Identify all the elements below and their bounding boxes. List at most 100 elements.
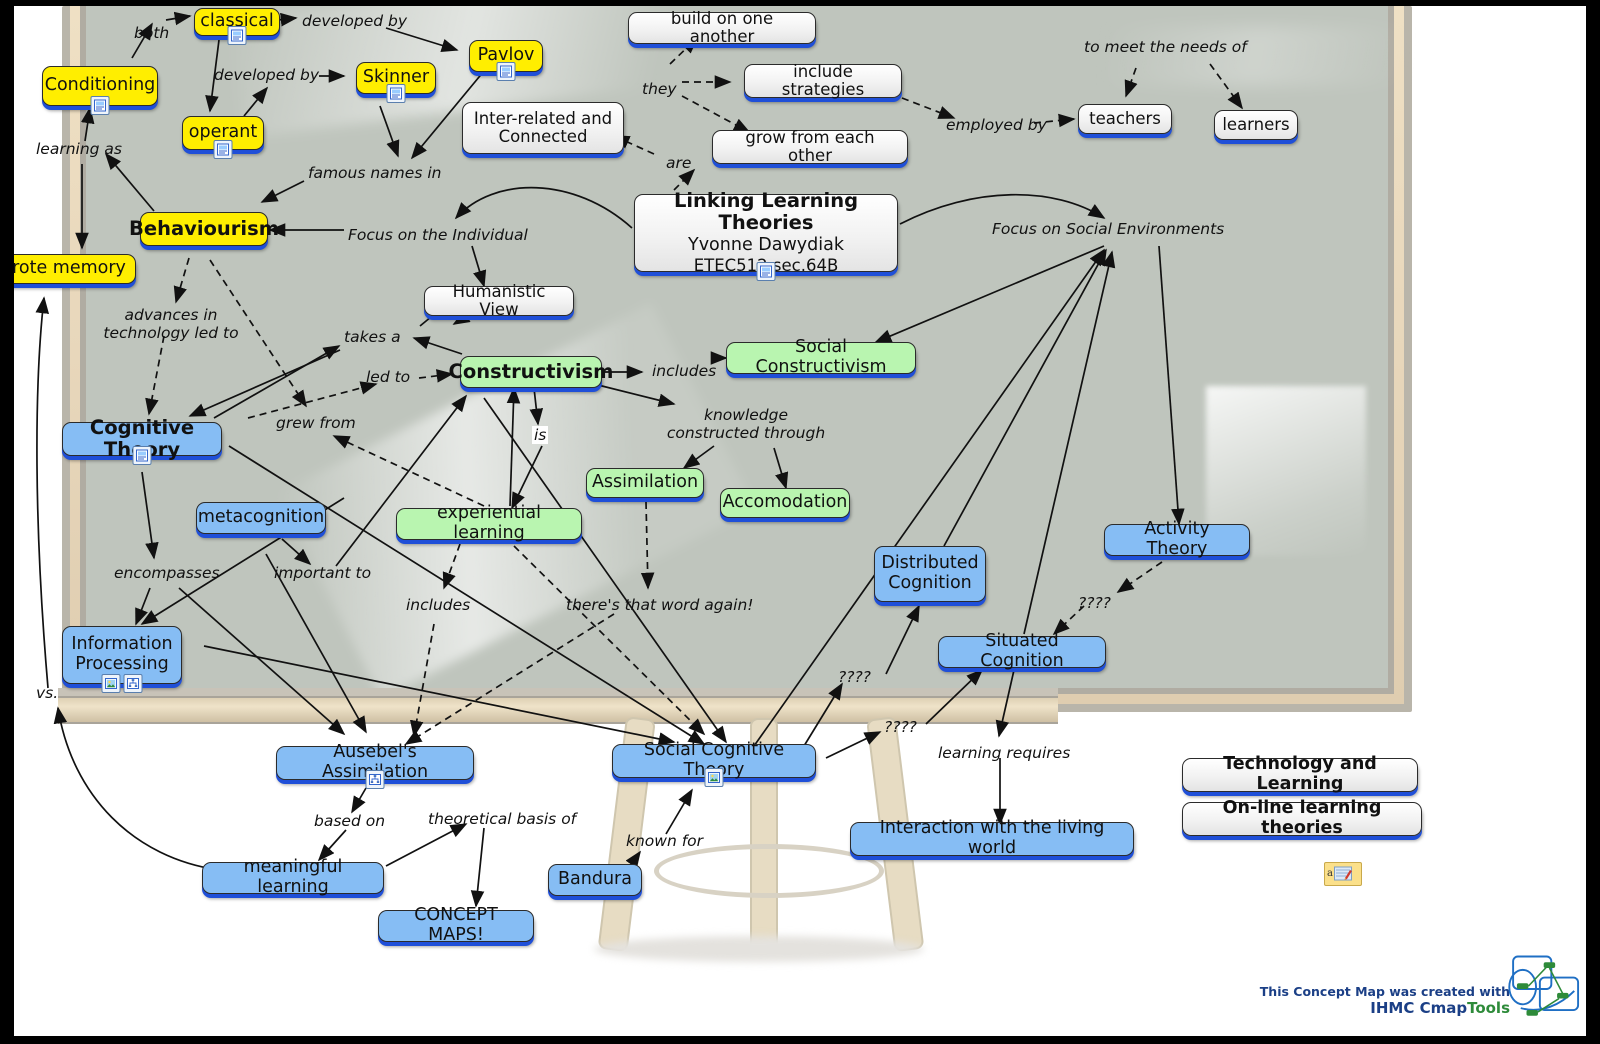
node-ausebels-assimilation[interactable]: Ausebel's Assimilation [276,743,474,789]
node-assimilation[interactable]: Assimilation [586,468,704,498]
resource-image-icon[interactable] [227,26,247,45]
node-technology-and-learning[interactable]: Technology and Learning [1182,754,1418,794]
resource-image-icon[interactable] [213,140,233,159]
node-label: Pavlov [477,45,535,66]
resource-photo-icon[interactable] [704,768,724,787]
node-label: rote memory [14,258,126,279]
node-build-on-one-another[interactable]: build on one another [628,9,816,46]
node-rote-memory[interactable]: rote memory [14,254,136,284]
node-resource-icons[interactable] [101,674,143,693]
node-label: experiential learning [437,503,541,543]
node-label: classical [200,11,274,32]
node-bandura[interactable]: Bandura [548,864,642,896]
resource-image-icon[interactable] [386,84,406,103]
node-behaviourism[interactable]: Behaviourism [129,212,279,246]
node-metacognition[interactable]: metacognition [196,502,326,534]
node-inter-related-and-connected[interactable]: Inter-related and Connected [462,102,624,154]
node-experiential-learning[interactable]: experiential learning [396,504,582,543]
node-label: include strategies [781,61,865,99]
resource-photo-icon[interactable] [101,674,121,693]
node-label: Behaviourism [128,217,280,241]
node-skinner[interactable]: Skinner [356,62,436,103]
concept-map-canvas[interactable]: classical Conditioning operant Skinner [14,6,1586,1036]
resource-image-icon[interactable] [756,262,776,281]
node-resource-icons[interactable] [386,84,406,103]
node-classical[interactable]: classical [194,8,280,45]
node-interaction-with-the-living-world[interactable]: Interaction with the living world [850,819,1134,858]
node-label: Inter-related and Connected [473,108,613,146]
cmaptools-logo-icon [1508,955,1580,1016]
node-social-cognitive-theory[interactable]: Social Cognitive Theory [612,741,816,787]
link-label-are: are [666,154,692,172]
node-label: Activity Theory [1144,519,1210,559]
link-label-based-on: based on [314,812,386,830]
link-label-focus-on-social-environments: Focus on Social Environments [992,220,1225,238]
node-distributed-cognition[interactable]: Distributed Cognition [874,546,986,602]
node-resource-icons[interactable] [90,96,110,115]
credit-tools: Tools [1467,999,1510,1018]
cmaptools-credit: This Concept Map was created with IHMC C… [1260,984,1510,1018]
node-concept-maps[interactable]: CONCEPT MAPS! [378,906,534,945]
link-label-theoretical-basis-of: theoretical basis of [428,810,577,828]
node-resource-icons[interactable] [365,770,385,789]
resource-image-icon[interactable] [496,62,516,81]
link-label-knowledge-constructed-through: knowledge constructed through [666,406,826,443]
floor-shadow [594,936,924,962]
resource-image-icon[interactable] [90,96,110,115]
node-teachers[interactable]: teachers [1078,104,1172,134]
credit-line-1: This Concept Map was created with [1259,983,1510,999]
node-operant[interactable]: operant [182,116,264,159]
node-conditioning[interactable]: Conditioning [42,66,158,115]
node-meaningful-learning[interactable]: meaningful learning [202,858,384,897]
resource-image-icon[interactable] [132,446,152,465]
node-label: grow from each other [745,127,875,165]
title-card-title: Linking Learning Theories [673,189,859,234]
node-humanistic-view[interactable]: Humanistic View [424,282,574,319]
link-label-theres-that-word-again: there's that word again! [566,596,754,614]
link-label-question-2: ???? [1078,594,1111,612]
node-label: Bandura [558,869,632,890]
link-label-grew-from: grew from [276,414,356,432]
link-label-includes-2: includes [406,596,471,614]
node-situated-cognition[interactable]: Situated Cognition [938,632,1106,671]
node-cognitive-theory[interactable]: Cognitive Theory [62,417,222,465]
node-resource-icons[interactable] [756,262,776,281]
note-pencil-icon [1333,866,1352,881]
resource-map-icon[interactable] [365,770,385,789]
node-label: learners [1222,114,1290,134]
node-resource-icons[interactable] [213,140,233,159]
resource-map-icon[interactable] [123,674,143,693]
node-title-card[interactable]: Linking Learning Theories Yvonne Dawydia… [634,190,898,281]
node-learners[interactable]: learners [1214,110,1298,140]
node-label: Technology and Learning [1223,754,1377,794]
node-label: Distributed Cognition [881,553,979,593]
node-social-constructivism[interactable]: Social Constructivism [726,338,916,377]
node-label: Situated Cognition [980,631,1064,671]
node-activity-theory[interactable]: Activity Theory [1104,520,1250,559]
credit-line-2: IHMC CmapTools [1260,999,1510,1018]
link-label-both: both [134,24,170,42]
node-online-learning-theories[interactable]: On-line learning theories [1182,799,1422,838]
node-information-processing[interactable]: Information Processing [62,626,182,693]
link-label-developed-by-2: developed by [214,66,320,84]
node-resource-icons[interactable] [227,26,247,45]
link-label-known-for: known for [626,832,704,850]
annotation-note-icon[interactable]: a [1324,862,1362,886]
link-label-is: is [532,426,549,444]
node-resource-icons[interactable] [496,62,516,81]
node-accomodation[interactable]: Accomodation [720,488,850,518]
node-constructivism[interactable]: Constructivism [449,356,613,388]
credit-cmap: Cmap [1419,999,1468,1018]
link-label-encompasses: encompasses [114,564,220,582]
node-label: operant [188,122,258,143]
node-include-strategies[interactable]: include strategies [744,61,902,99]
link-label-famous-names-in: famous names in [308,164,442,182]
node-resource-icons[interactable] [132,446,152,465]
node-label: Skinner [362,67,430,88]
easel-support-ring [654,844,884,898]
node-pavlov[interactable]: Pavlov [469,40,543,81]
node-grow-from-each-other[interactable]: grow from each other [712,127,908,165]
node-resource-icons[interactable] [704,768,724,787]
node-label: Conditioning [44,75,156,96]
